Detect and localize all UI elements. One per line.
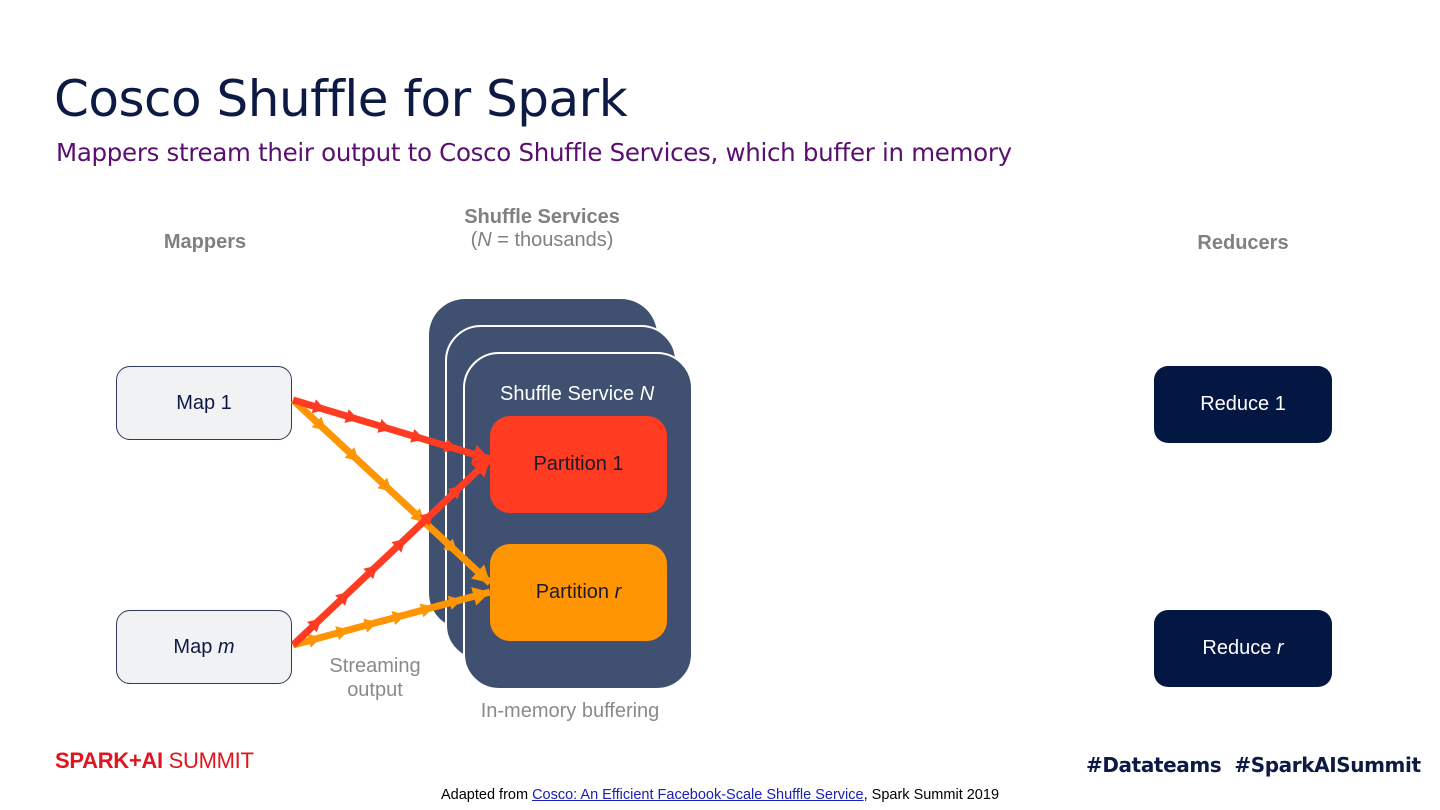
hashtags: #Datateams #SparkAISummit bbox=[1086, 753, 1421, 777]
map-m-var: m bbox=[217, 635, 235, 658]
logo-bold: SPARK+AI bbox=[55, 748, 163, 773]
shuffle-service-label-text: Shuffle Service bbox=[500, 383, 640, 405]
shuffle-services-title: Shuffle Services bbox=[464, 206, 620, 228]
chevron-marker-icon bbox=[363, 618, 378, 633]
arrowhead-icon bbox=[471, 587, 490, 606]
chevron-marker-icon bbox=[307, 618, 322, 633]
partition-r-var: r bbox=[614, 581, 622, 603]
partition-r-box: Partition r bbox=[490, 544, 667, 641]
arrowhead-icon bbox=[471, 444, 490, 464]
footer-citation: Adapted from Cosco: An Efficient Faceboo… bbox=[0, 787, 1440, 803]
spark-ai-summit-logo: SPARK+AI SUMMIT bbox=[55, 748, 254, 774]
chevron-marker-icon bbox=[410, 508, 425, 522]
partition-1-var: 1 bbox=[612, 453, 624, 475]
note-open-paren: ( bbox=[470, 229, 478, 251]
chevron-marker-icon bbox=[443, 538, 458, 553]
chevron-marker-icon bbox=[377, 477, 392, 492]
reduce-r-label: Reduce bbox=[1202, 637, 1272, 659]
chevron-marker-icon bbox=[307, 633, 322, 648]
chevron-marker-icon bbox=[447, 485, 462, 500]
chevron-marker-icon bbox=[363, 565, 378, 580]
map-1-var: 1 bbox=[220, 391, 232, 414]
chevron-marker-icon bbox=[410, 428, 425, 443]
reducers-heading: Reducers bbox=[1197, 232, 1289, 254]
shuffle-services-heading: Shuffle Services (N = thousands) bbox=[432, 206, 652, 252]
logo-thin: SUMMIT bbox=[162, 748, 254, 773]
chevron-marker-icon bbox=[335, 591, 350, 606]
chevron-marker-icon bbox=[443, 438, 458, 453]
streaming-caption-line2: output bbox=[347, 679, 403, 701]
chevron-marker-icon bbox=[447, 595, 462, 610]
shuffle-service-var: N bbox=[639, 383, 655, 405]
chevron-marker-icon bbox=[419, 512, 434, 527]
streaming-output-caption: Streaming output bbox=[310, 654, 440, 702]
chevron-marker-icon bbox=[391, 538, 406, 553]
map-1-label: Map bbox=[176, 391, 216, 414]
reduce-1-box: Reduce 1 bbox=[1154, 366, 1332, 443]
map-m-label: Map bbox=[173, 635, 213, 658]
chevron-marker-icon bbox=[335, 626, 350, 641]
note-rest: = thousands) bbox=[491, 229, 614, 251]
reduce-r-box: Reduce r bbox=[1154, 610, 1332, 687]
slide-subtitle: Mappers stream their output to Cosco Shu… bbox=[56, 138, 1012, 167]
shuffle-service-label: Shuffle Service N bbox=[500, 383, 654, 406]
chevron-marker-icon bbox=[311, 399, 326, 414]
chevron-marker-icon bbox=[311, 416, 326, 431]
reduce-1-var: 1 bbox=[1274, 393, 1286, 415]
chevron-marker-icon bbox=[419, 603, 434, 618]
partition-1-label: Partition bbox=[533, 453, 607, 475]
shuffle-services-note: (N = thousands) bbox=[432, 229, 652, 252]
in-memory-buffering-caption: In-memory buffering bbox=[480, 700, 660, 722]
partition-r-label: Partition bbox=[535, 581, 610, 603]
note-variable: N bbox=[477, 229, 492, 251]
footer-suffix: , Spark Summit 2019 bbox=[863, 787, 1000, 803]
streaming-caption-line1: Streaming bbox=[329, 655, 421, 677]
map-1-box: Map 1 bbox=[116, 366, 292, 440]
mappers-heading: Mappers bbox=[163, 231, 247, 253]
citation-link[interactable]: Cosco: An Efficient Facebook-Scale Shuff… bbox=[532, 787, 864, 803]
arrowhead-icon bbox=[471, 459, 490, 478]
chevron-marker-icon bbox=[344, 409, 359, 423]
chevron-marker-icon bbox=[391, 611, 406, 625]
map-m-box: Map m bbox=[116, 610, 292, 684]
footer-prefix: Adapted from bbox=[440, 787, 533, 803]
partition-1-box: Partition 1 bbox=[490, 416, 667, 513]
slide-title: Cosco Shuffle for Spark bbox=[54, 70, 628, 128]
arrowhead-icon bbox=[471, 564, 490, 583]
reduce-1-label: Reduce bbox=[1200, 393, 1270, 415]
chevron-marker-icon bbox=[377, 418, 392, 433]
reduce-r-var: r bbox=[1276, 637, 1284, 659]
chevron-marker-icon bbox=[344, 447, 359, 461]
